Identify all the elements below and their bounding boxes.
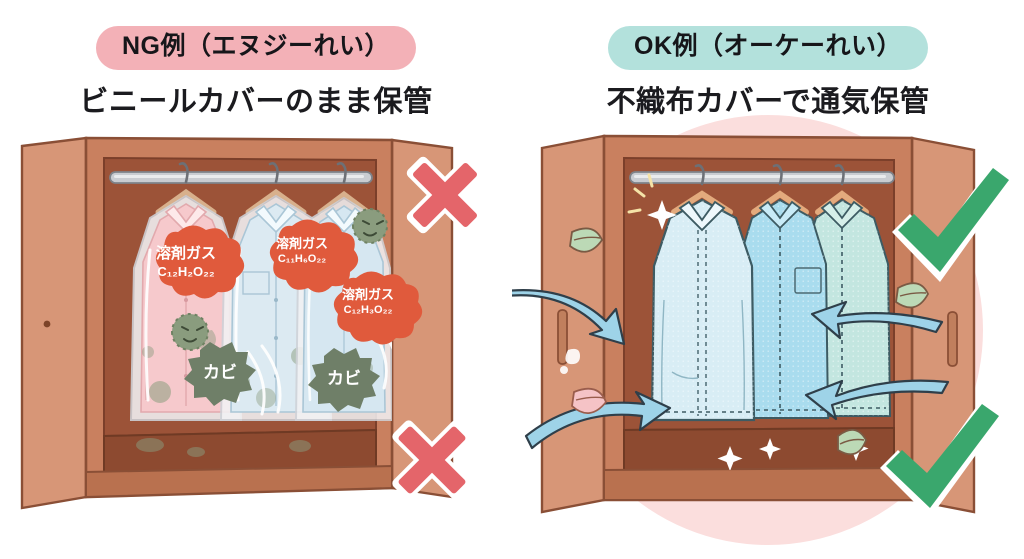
bubble-decoration bbox=[560, 348, 580, 374]
leaf-icon-2 bbox=[571, 387, 608, 414]
leaf-icon-3 bbox=[895, 282, 930, 309]
hanging-rod bbox=[109, 171, 373, 184]
gas-label-title-2: 溶剤ガス bbox=[275, 236, 328, 251]
mold-label-badge-1 bbox=[184, 342, 256, 406]
floor-mold-spots bbox=[136, 438, 311, 457]
garment-nonwoven-2 bbox=[734, 164, 830, 419]
closet-left-door bbox=[20, 136, 88, 510]
leaf-icon-4 bbox=[837, 429, 867, 456]
ng-badge: NG例（エヌジーれい） bbox=[95, 26, 417, 70]
leaf-icon-1 bbox=[569, 227, 604, 253]
sparkle-rays bbox=[627, 173, 654, 214]
mold-label-text-2: カビ bbox=[327, 369, 361, 388]
gas-badge-3 bbox=[333, 271, 423, 345]
gas-label-formula-2: C₁₁H₆O₂₂ bbox=[277, 253, 327, 265]
ok-badge: OK例（オーケーれい） bbox=[607, 26, 929, 70]
gas-badge-2 bbox=[269, 219, 359, 293]
check-icon-top bbox=[892, 160, 1016, 282]
panel-ng: 溶剤ガス C₁₂H₂O₂₂ 溶剤ガス C₁₁H₆O₂₂ 溶剤ガス C₁₂H₃O₂… bbox=[20, 26, 484, 510]
check-icon-bottom bbox=[880, 396, 1007, 518]
gas-badge-1 bbox=[155, 225, 245, 299]
airflow-arrow-3 bbox=[810, 300, 944, 340]
gas-label-title-3: 溶剤ガス bbox=[341, 287, 394, 302]
airflow-arrow-2 bbox=[524, 390, 672, 450]
panel-ok: OK例（オーケーれい） 不織布カバーで通気保管 bbox=[512, 0, 1024, 559]
mold-label-badge-2 bbox=[308, 348, 380, 412]
ng-closet-artwork bbox=[20, 136, 484, 510]
cross-icon-top bbox=[406, 156, 484, 234]
gas-label-formula-3: C₁₂H₃O₂₂ bbox=[343, 304, 393, 316]
gas-label-title-1: 溶剤ガス bbox=[155, 245, 216, 262]
airflow-arrow-4 bbox=[804, 379, 950, 421]
ok-subtitle: 不織布カバーで通気保管 bbox=[606, 86, 930, 118]
cross-icon-bottom bbox=[392, 420, 472, 500]
airflow-arrow-1 bbox=[512, 289, 626, 346]
mold-germ-icon-2 bbox=[171, 313, 210, 351]
gas-label-formula-1: C₁₂H₂O₂₂ bbox=[157, 264, 215, 279]
hanging-rod bbox=[629, 171, 895, 184]
mold-germ-icon-1 bbox=[352, 208, 389, 244]
ok-closet-artwork bbox=[512, 115, 1016, 545]
ng-subtitle: ビニールカバーのまま保管 bbox=[79, 86, 433, 118]
mold-label-text-1: カビ bbox=[203, 363, 237, 382]
garment-nonwoven-1 bbox=[650, 164, 756, 422]
